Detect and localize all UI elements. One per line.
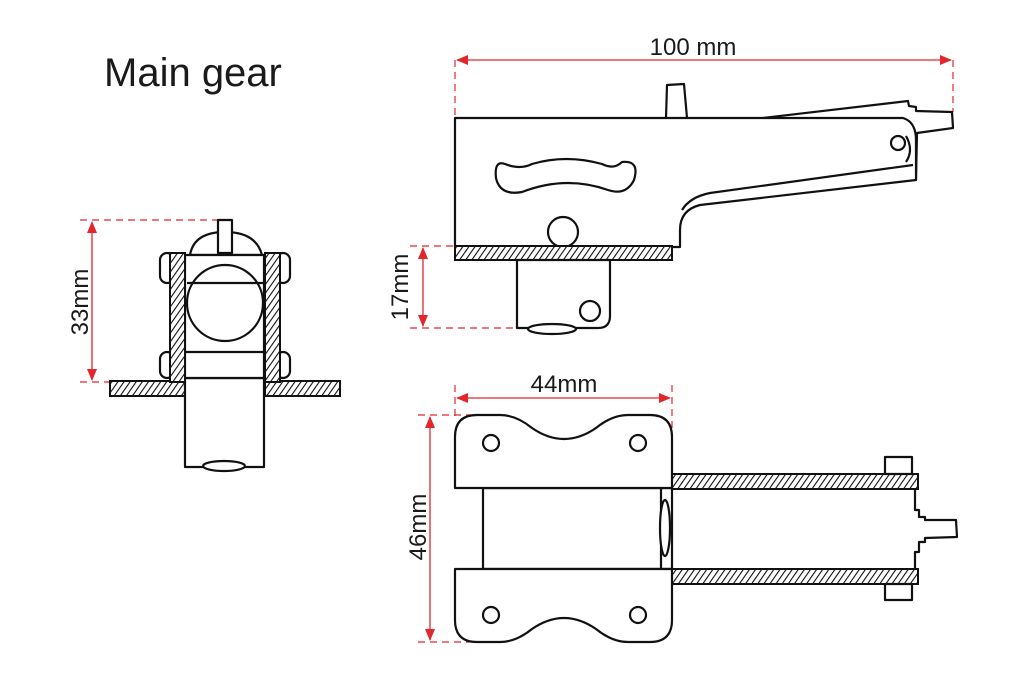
wheel-circle	[185, 263, 265, 343]
rod-bottom	[669, 568, 919, 585]
leg-hole	[578, 299, 602, 323]
dimension-label-100mm: 100 mm	[650, 34, 737, 61]
mount-plate-left	[109, 380, 186, 397]
plate-top	[453, 413, 674, 490]
plate-bottom	[453, 567, 674, 644]
front-view: 33mm	[67, 218, 341, 473]
dimension-label-46mm: 46mm	[405, 494, 432, 561]
strap-right	[264, 252, 281, 383]
bolt-hole	[481, 605, 501, 625]
center-tube	[481, 486, 674, 571]
nozzle	[913, 489, 959, 569]
drawing-title: Main gear	[104, 51, 282, 95]
pin	[216, 218, 234, 255]
side-view: 100 mm 17mm	[387, 34, 955, 336]
rod-top	[669, 473, 919, 490]
top-view: 44mm 46mm	[405, 371, 959, 644]
tube-end	[658, 498, 672, 558]
pivot-hole	[889, 134, 907, 152]
tab-bottom	[883, 582, 914, 602]
bolt-hole	[628, 605, 648, 625]
tube-end	[526, 322, 578, 336]
bolt-hole	[628, 433, 648, 453]
dimension-label-17mm: 17mm	[387, 254, 414, 321]
base-plate-section	[454, 245, 673, 261]
dimension-label-33mm: 33mm	[67, 269, 94, 336]
pin	[664, 82, 689, 119]
bolt-hole	[481, 433, 501, 453]
kidney-slot	[494, 157, 637, 194]
tab-top	[883, 455, 914, 476]
tube-end	[201, 459, 247, 473]
mount-plate-right	[264, 380, 341, 397]
gear-body	[453, 116, 918, 249]
dimension-label-44mm: 44mm	[531, 371, 598, 398]
axle-hole	[546, 215, 580, 249]
strap-left	[169, 252, 186, 383]
gear-leg-tube	[183, 376, 266, 469]
